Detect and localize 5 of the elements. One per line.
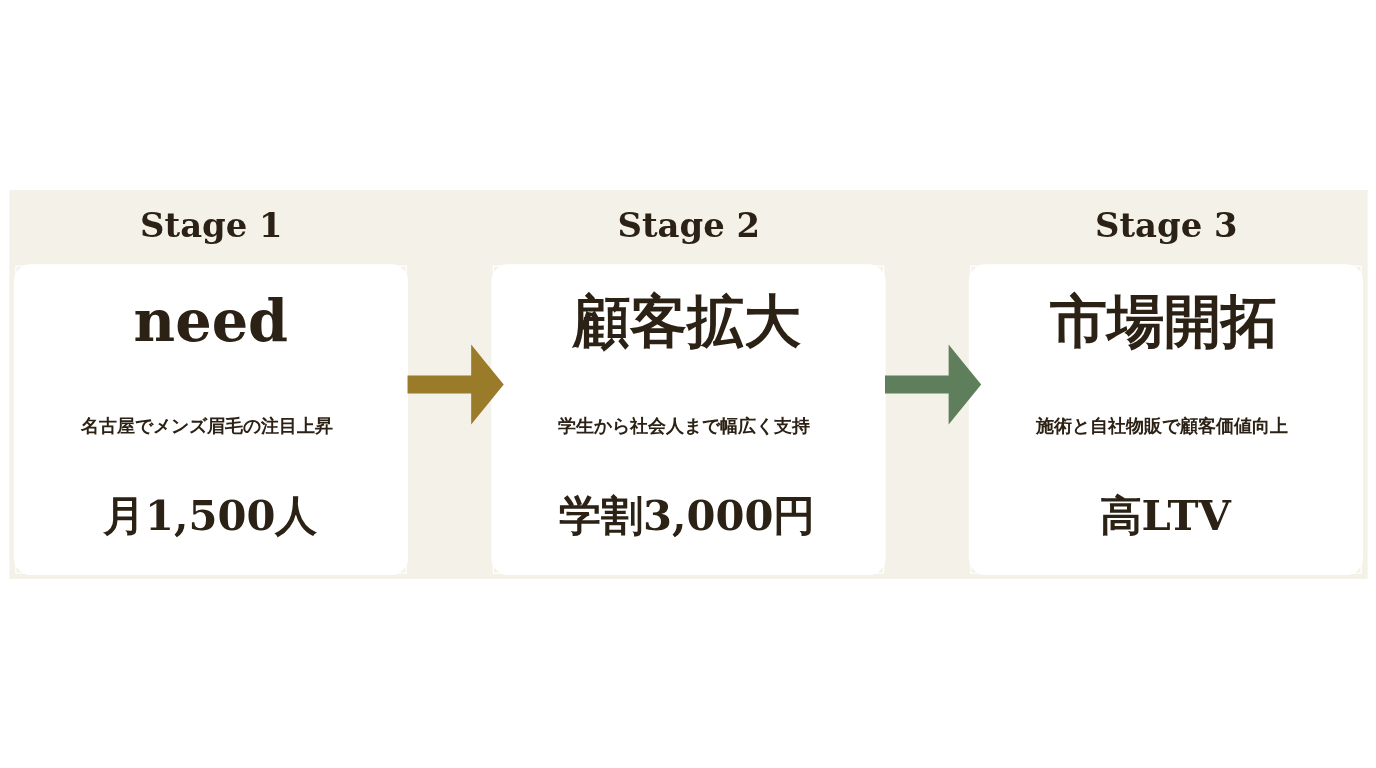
node-label: Stage 1 — [139, 204, 283, 245]
arrow — [884, 344, 981, 424]
node-label: Stage 3 — [1094, 204, 1237, 245]
node-label: Stage 2 — [617, 204, 760, 245]
arrow — [407, 344, 504, 424]
